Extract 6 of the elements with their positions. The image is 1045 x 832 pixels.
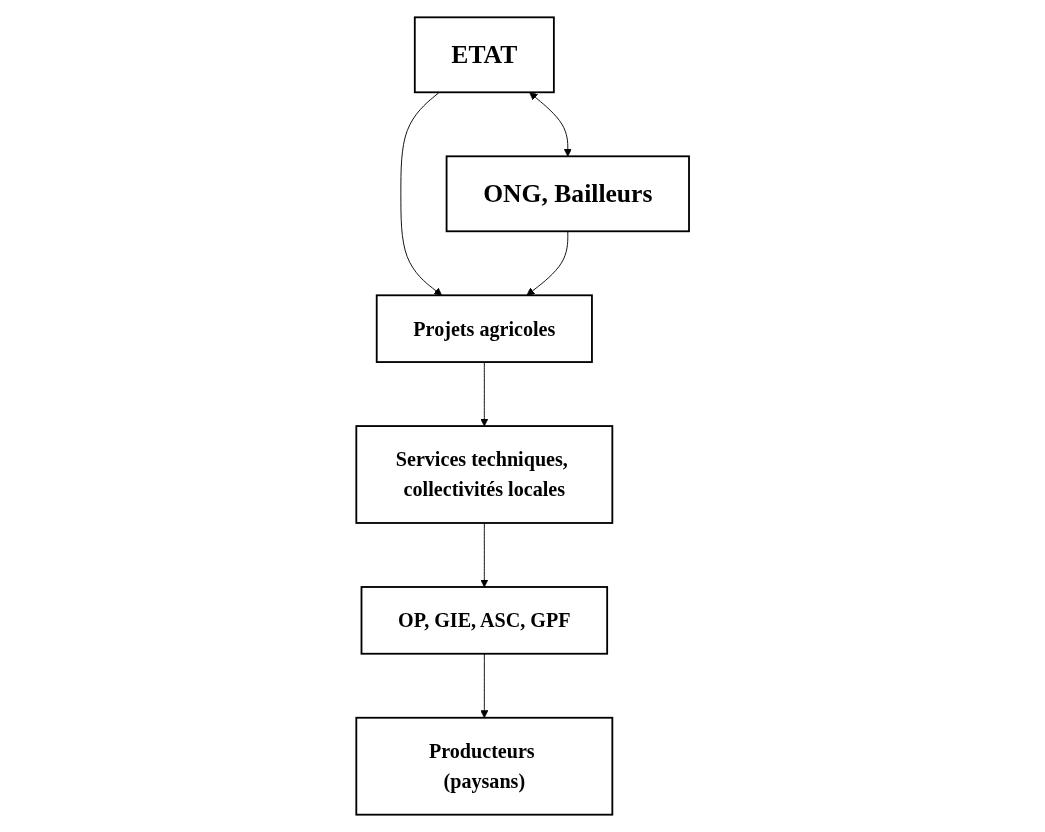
node-box: Producteurs (paysans) [355, 716, 614, 816]
node-box: ETAT [413, 16, 555, 94]
node-box: Services techniques, collectivités locales [355, 425, 614, 524]
node-box: Projets agricoles [375, 294, 593, 363]
node-box: OP, GIE, ASC, GPF [360, 586, 608, 655]
node-box: ONG, Bailleurs [445, 155, 690, 233]
